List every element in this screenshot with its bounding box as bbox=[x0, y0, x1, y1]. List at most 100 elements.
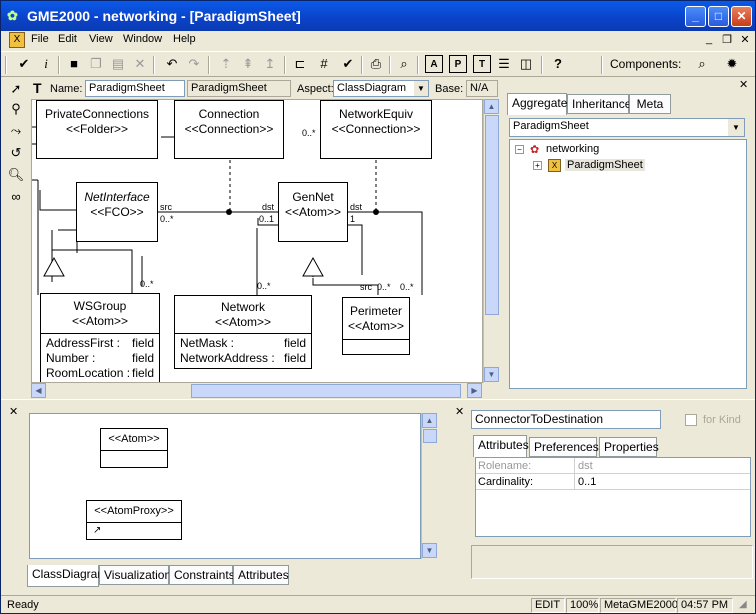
panel-close-icon[interactable]: ✕ bbox=[739, 79, 749, 91]
tab-aggregate[interactable]: Aggregate bbox=[507, 93, 567, 115]
for-kind-checkbox[interactable] bbox=[685, 414, 697, 426]
attr-type: field bbox=[131, 366, 154, 380]
network-name: Network bbox=[220, 300, 265, 314]
paste-icon[interactable]: ▤ bbox=[111, 56, 125, 71]
view-split-icon[interactable]: ◫ bbox=[519, 56, 533, 71]
tab-attributes[interactable]: Attributes bbox=[233, 565, 289, 585]
chevron-down-icon[interactable]: ▼ bbox=[728, 119, 744, 136]
view-t-icon[interactable]: T bbox=[473, 55, 491, 73]
attr-row-cardinality[interactable]: Cardinality: 0..1 bbox=[476, 474, 750, 490]
ws-group-box[interactable]: WSGroup <<Atom>> AddressFirst :field Num… bbox=[40, 293, 160, 382]
menu-help[interactable]: Help bbox=[173, 33, 196, 45]
check-constraints-icon[interactable]: ✔ bbox=[342, 56, 354, 71]
tree-collapse-icon[interactable]: − bbox=[515, 145, 524, 154]
connect-mode-icon[interactable]: ⤳ bbox=[10, 123, 22, 138]
check-icon[interactable]: ✔ bbox=[18, 56, 30, 71]
close-button[interactable]: ✕ bbox=[731, 6, 752, 27]
attr-name: AddressFirst : bbox=[46, 336, 121, 350]
atom-part[interactable]: <<Atom>> bbox=[100, 428, 168, 468]
browser-filter-select[interactable]: ParadigmSheet ▼ bbox=[509, 118, 745, 137]
tab-properties[interactable]: Properties bbox=[599, 437, 659, 457]
menu-edit[interactable]: Edit bbox=[58, 33, 77, 45]
menu-file[interactable]: File bbox=[31, 33, 49, 45]
attr-panel-close-icon[interactable]: ✕ bbox=[455, 406, 465, 418]
scroll-thumb[interactable] bbox=[191, 384, 461, 398]
connector-field[interactable]: ConnectorToDestination bbox=[471, 410, 661, 429]
perimeter-box[interactable]: Perimeter <<Atom>> bbox=[342, 297, 410, 355]
zoom-select-icon[interactable]: ⚲ bbox=[11, 101, 21, 116]
view-p-icon[interactable]: P bbox=[449, 55, 467, 73]
aspect-select[interactable]: ClassDiagram ▼ bbox=[333, 80, 429, 97]
tree-expand-icon[interactable]: + bbox=[533, 161, 542, 170]
help-icon[interactable]: ? bbox=[554, 56, 562, 71]
menu-view[interactable]: View bbox=[89, 33, 113, 45]
chevron-down-icon[interactable]: ▼ bbox=[414, 81, 428, 96]
visualize-icon[interactable]: ∞ bbox=[11, 189, 21, 204]
zoom-icon[interactable]: 🔍︎ bbox=[7, 167, 25, 182]
up-to-parent-icon[interactable]: ⇞ bbox=[242, 56, 254, 71]
part-vertical-scrollbar[interactable]: ▲ ▼ bbox=[421, 413, 437, 559]
components-binoculars-icon[interactable]: ⌕ bbox=[698, 56, 706, 71]
tab-visualization[interactable]: Visualization bbox=[99, 565, 171, 585]
grid-icon[interactable]: # bbox=[320, 56, 328, 71]
scroll-down-icon[interactable]: ▼ bbox=[484, 367, 499, 382]
save-icon[interactable]: ■ bbox=[70, 56, 78, 71]
up-to-root-icon[interactable]: ↥ bbox=[264, 56, 276, 71]
tab-attr-attributes[interactable]: Attributes bbox=[473, 435, 529, 457]
network-equiv-box[interactable]: NetworkEquiv <<Connection>> bbox=[320, 100, 432, 159]
gen-net-box[interactable]: GenNet <<Atom>> bbox=[278, 182, 348, 242]
tab-class-diagram[interactable]: ClassDiagram bbox=[27, 565, 107, 587]
select-arrow-icon[interactable]: ➚ bbox=[10, 81, 22, 96]
scroll-up-icon[interactable]: ▲ bbox=[422, 413, 437, 428]
canvas-vertical-scrollbar[interactable]: ▲ ▼ bbox=[483, 99, 499, 383]
attr-row-value[interactable]: 0..1 bbox=[578, 476, 597, 488]
mdi-restore-icon[interactable]: ❐ bbox=[722, 34, 732, 46]
scroll-up-icon[interactable]: ▲ bbox=[484, 99, 499, 114]
scroll-down-icon[interactable]: ▼ bbox=[422, 543, 437, 558]
tab-inheritance[interactable]: Inheritance bbox=[567, 94, 631, 114]
view-list-icon[interactable]: ☰ bbox=[498, 56, 510, 71]
mdi-minimize-icon[interactable]: _ bbox=[705, 33, 713, 45]
name-input[interactable]: ParadigmSheet bbox=[85, 80, 185, 97]
mdi-close-icon[interactable]: ✕ bbox=[740, 34, 750, 46]
browser-tree[interactable]: − ✿ networking + X ParadigmSheet bbox=[509, 139, 747, 389]
components-gear-icon[interactable]: ✹ bbox=[726, 56, 738, 71]
connection-box[interactable]: Connection <<Connection>> bbox=[174, 100, 284, 159]
title-bar[interactable]: ✿ GME2000 - networking - [ParadigmSheet]… bbox=[1, 1, 755, 31]
canvas-horizontal-scrollbar[interactable]: ◀ ▶ bbox=[31, 383, 483, 399]
net-interface-box[interactable]: NetInterface <<FCO>> bbox=[76, 182, 158, 242]
tree-child-label[interactable]: ParadigmSheet bbox=[565, 159, 645, 171]
network-box[interactable]: Network <<Atom>> NetMask :field NetworkA… bbox=[174, 295, 312, 369]
scroll-thumb[interactable] bbox=[423, 429, 437, 443]
model-canvas[interactable]: PrivateConnections <<Folder>> Connection… bbox=[31, 99, 483, 383]
delete-icon[interactable]: ✕ bbox=[134, 56, 146, 71]
document-icon[interactable]: X bbox=[9, 32, 25, 48]
print-icon[interactable]: ⎙ bbox=[370, 56, 382, 71]
base-field: N/A bbox=[466, 80, 498, 97]
view-a-icon[interactable]: A bbox=[425, 55, 443, 73]
part-panel-close-icon[interactable]: ✕ bbox=[9, 406, 19, 418]
info-icon[interactable]: i bbox=[44, 56, 48, 71]
resize-grip-icon[interactable]: ◢ bbox=[739, 599, 747, 610]
disconnect-mode-icon[interactable]: ↺ bbox=[10, 145, 22, 160]
tab-constraints[interactable]: Constraints bbox=[169, 565, 235, 585]
up-icon[interactable]: ⇡ bbox=[220, 56, 232, 71]
part-browser-canvas[interactable]: <<Atom>> <<AtomProxy>> ↗ bbox=[29, 413, 421, 559]
tree-root-label[interactable]: networking bbox=[546, 143, 600, 155]
private-connections-box[interactable]: PrivateConnections <<Folder>> bbox=[36, 100, 158, 159]
scroll-left-icon[interactable]: ◀ bbox=[31, 383, 46, 398]
atom-proxy-part[interactable]: <<AtomProxy>> ↗ bbox=[86, 500, 182, 540]
tab-meta[interactable]: Meta bbox=[629, 94, 671, 114]
binoculars-icon[interactable]: ⌕ bbox=[400, 56, 408, 71]
undo-icon[interactable]: ↶ bbox=[166, 56, 178, 71]
horizontal-splitter[interactable] bbox=[1, 399, 755, 401]
redo-icon[interactable]: ↷ bbox=[188, 56, 200, 71]
scroll-right-icon[interactable]: ▶ bbox=[467, 383, 482, 398]
connect-icon[interactable]: ⊏ bbox=[294, 56, 306, 71]
tab-preferences[interactable]: Preferences bbox=[529, 437, 599, 457]
minimize-button[interactable]: _ bbox=[685, 6, 706, 27]
scroll-thumb[interactable] bbox=[485, 115, 499, 315]
menu-window[interactable]: Window bbox=[123, 33, 163, 45]
copy-icon[interactable]: ❐ bbox=[90, 56, 102, 71]
maximize-button[interactable]: □ bbox=[708, 6, 729, 27]
